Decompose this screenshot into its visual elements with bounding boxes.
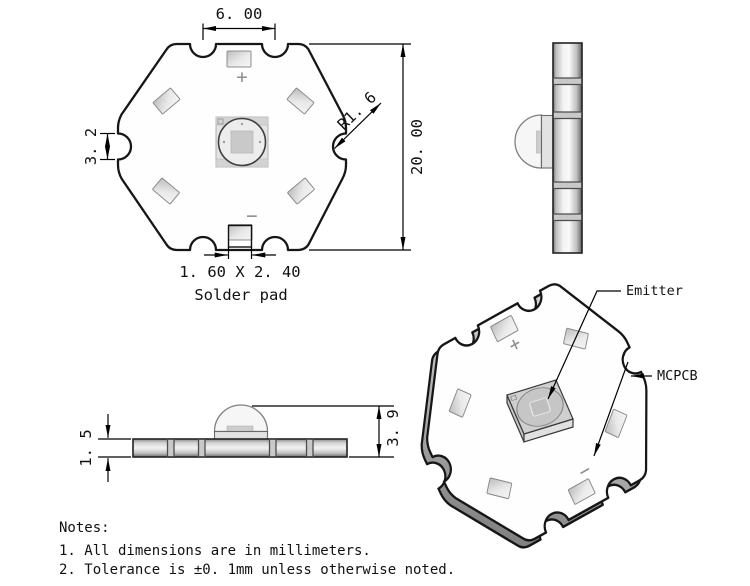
notes-line-1: 1. All dimensions are in millimeters. bbox=[59, 543, 371, 559]
mcpcb-callout: MCPCB bbox=[593, 361, 698, 457]
notes-block: Notes: 1. All dimensions are in millimet… bbox=[59, 520, 455, 578]
dim-tab-width: 6. 00 bbox=[202, 5, 276, 40]
dim-total-height: 3. 9 bbox=[252, 405, 402, 458]
board-edge-front bbox=[132, 438, 348, 458]
emitter-top-view bbox=[215, 116, 269, 168]
lens-dome-side bbox=[514, 114, 543, 169]
iso-board-face: + − bbox=[391, 261, 683, 569]
iso-view: + − Emitter MCPCB bbox=[386, 261, 698, 576]
emitter-base-side bbox=[540, 114, 554, 169]
notes-line-2: 2. Tolerance is ±0. 1mm unless otherwise… bbox=[59, 562, 455, 578]
board-edge-side bbox=[552, 42, 583, 254]
dim-total-height-text: 3. 9 bbox=[384, 409, 402, 446]
dim-solder-pad-text: 1. 60 X 2. 40 bbox=[179, 263, 300, 281]
dim-overall-size: 20. 00 bbox=[309, 43, 426, 251]
iso-emitter-chip bbox=[529, 397, 551, 417]
front-view: 1. 5 3. 9 bbox=[77, 404, 402, 482]
pad-bands-front bbox=[166, 439, 314, 457]
dim-tab-width-text: 6. 00 bbox=[216, 5, 263, 23]
emitter-chip bbox=[230, 130, 254, 154]
pad-bands-side bbox=[553, 77, 582, 222]
pin1-mark bbox=[217, 118, 224, 125]
dim-notch-height-text: 3. 2 bbox=[82, 128, 100, 165]
dim-notch-radius: R1. 6 bbox=[334, 88, 382, 149]
solder-pad-caption: Solder pad bbox=[194, 286, 287, 304]
mcpcb-label: MCPCB bbox=[657, 368, 698, 384]
dim-board-thickness-text: 1. 5 bbox=[77, 429, 95, 466]
top-view: + − 6. 00 20. 00 3. 2 R1. 6 bbox=[82, 5, 426, 304]
dim-overall-size-text: 20. 00 bbox=[408, 119, 426, 175]
dim-notch-height: 3. 2 bbox=[82, 128, 115, 165]
emitter-label: Emitter bbox=[626, 283, 683, 299]
plus-mark: + bbox=[236, 66, 247, 88]
dim-board-thickness: 1. 5 bbox=[77, 414, 131, 482]
lens-dome-front bbox=[213, 404, 269, 433]
minus-mark: − bbox=[246, 205, 257, 227]
emitter-callout: Emitter bbox=[547, 283, 683, 400]
notes-heading: Notes: bbox=[59, 520, 110, 536]
dim-solder-pad: 1. 60 X 2. 40 Solder pad bbox=[179, 224, 301, 304]
side-view bbox=[514, 42, 583, 254]
